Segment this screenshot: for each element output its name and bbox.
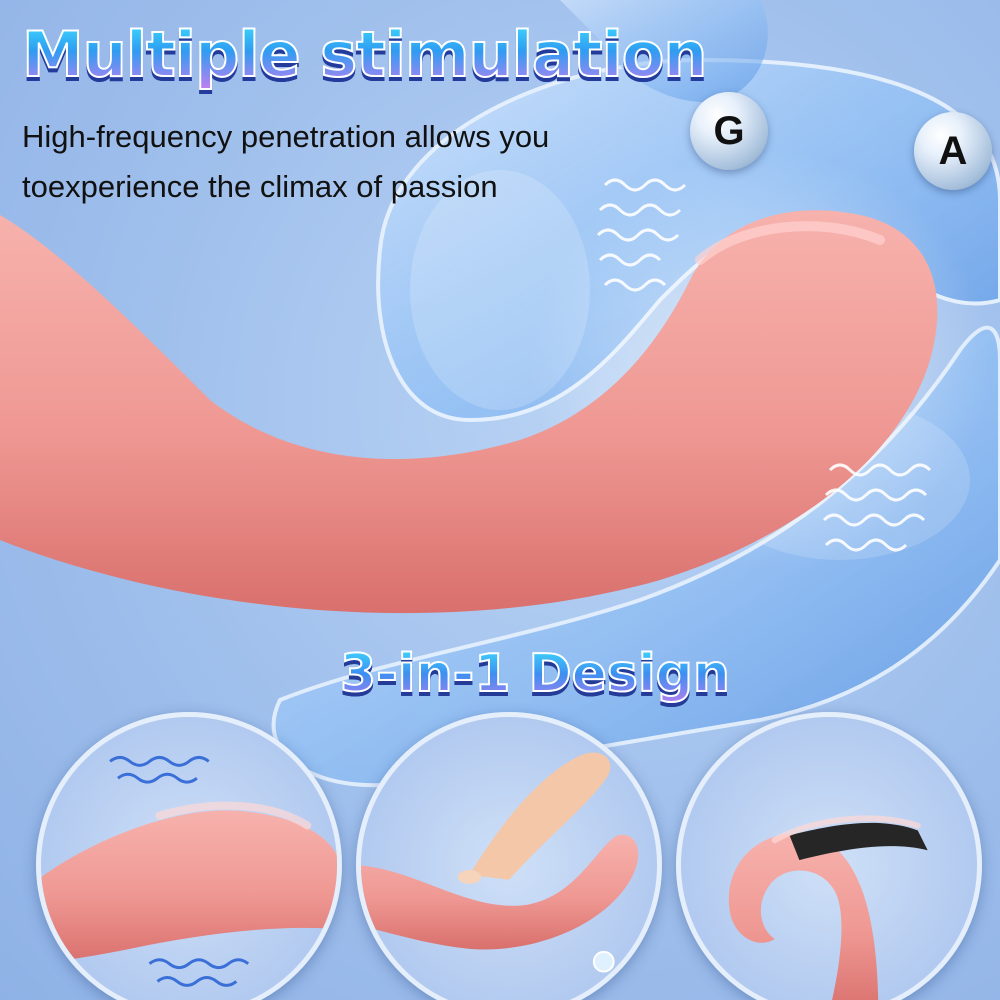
- a-spot-marker: A: [914, 112, 992, 190]
- detail-circle-vibration: [36, 712, 342, 1000]
- a-spot-label: A: [938, 128, 968, 173]
- vibration-detail-image: [41, 755, 337, 987]
- headline: Multiple stimulation: [21, 17, 708, 92]
- finger-detail-image: [361, 752, 639, 973]
- section-title: 3-in-1 Design: [339, 643, 731, 705]
- vibration-waves-top: [596, 178, 687, 292]
- description-line-1: High-frequency penetration allows you: [22, 119, 550, 154]
- detail-circle-finger: [356, 712, 662, 1000]
- description-line-2: toexperience the climax of passion: [22, 169, 498, 204]
- description: High-frequency penetration allows you to…: [22, 112, 642, 212]
- g-spot-marker: G: [690, 92, 768, 170]
- product-main-body: [0, 210, 938, 614]
- vibration-waves-bottom: [822, 463, 932, 552]
- curl-detail-image: [728, 815, 928, 1000]
- detail-circle-curl: [676, 712, 982, 1000]
- g-spot-label: G: [713, 108, 745, 153]
